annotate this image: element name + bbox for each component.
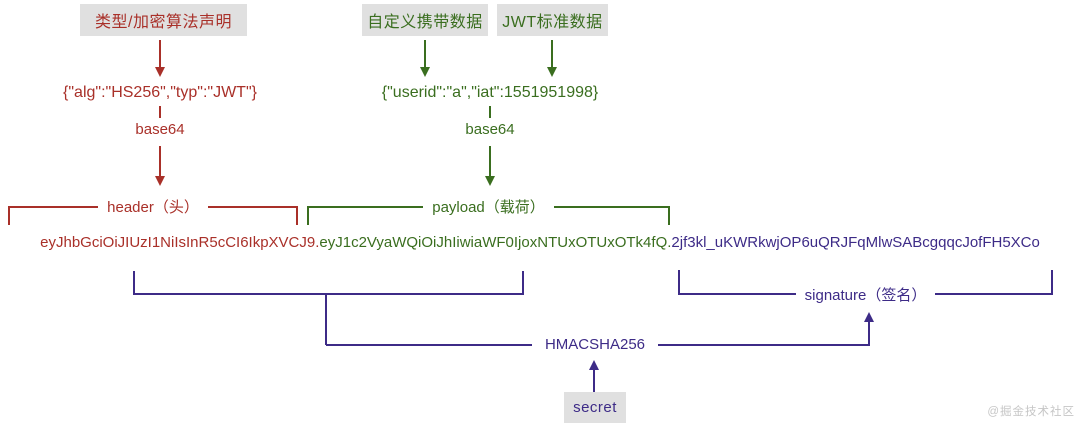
up-arrow-icon — [589, 360, 599, 370]
token-dot: . — [315, 234, 320, 251]
down-arrow-line — [159, 146, 161, 176]
header-bracket-label: header（头） — [107, 199, 199, 216]
bracket-line — [680, 293, 796, 295]
hmac-connector-drop — [325, 293, 327, 345]
up-arrow-icon — [864, 312, 874, 322]
token-header-segment: eyJhbGciOiJIUzI1NiIsInR5cCI6IkpXVCJ9 — [40, 234, 316, 251]
secret-box: secret — [564, 392, 626, 423]
secret-arrow-line — [593, 369, 595, 392]
base64-label-payload: base64 — [465, 121, 515, 138]
bracket-line — [207, 206, 298, 225]
down-arrow-icon — [547, 67, 557, 77]
down-arrow-line — [551, 40, 553, 68]
payload-json-text: {"userid":"a","iat":1551951998} — [381, 84, 599, 101]
header-payload-underbrace — [133, 271, 524, 295]
down-arrow-icon — [485, 176, 495, 186]
payload-bracket-label: payload（载荷） — [432, 199, 545, 216]
bracket-line — [8, 206, 99, 225]
bracket-line — [553, 206, 671, 225]
connector-tick — [489, 106, 491, 118]
signature-underbrace: signature（签名） — [678, 270, 1053, 304]
hmac-connector-right — [658, 344, 870, 346]
jwt-standard-label: JWT标准数据 — [497, 4, 608, 36]
signature-label: signature（签名） — [804, 287, 927, 304]
down-arrow-icon — [155, 176, 165, 186]
watermark: @掘金技术社区 — [987, 406, 1075, 418]
header-bracket: header（头） — [8, 199, 298, 225]
base64-label-header: base64 — [135, 121, 185, 138]
down-arrow-icon — [420, 67, 430, 77]
hmac-connector-left — [326, 344, 532, 346]
hmacsha256-label: HMACSHA256 — [544, 336, 646, 353]
jwt-token: eyJhbGciOiJIUzI1NiIsInR5cCI6IkpXVCJ9.eyJ… — [0, 234, 1080, 251]
bracket-line — [935, 293, 1051, 295]
hmac-to-signature-line — [868, 321, 870, 346]
token-signature-segment: 2jf3kl_uKWRkwjOP6uQRJFqMlwSABcgqqcJofFH5… — [671, 234, 1040, 251]
down-arrow-line — [489, 146, 491, 176]
token-payload-segment: eyJ1c2VyaWQiOiJhIiwiaWF0IjoxNTUxOTUxOTk4… — [319, 234, 668, 251]
header-json-text: {"alg":"HS256","typ":"JWT"} — [63, 84, 257, 101]
down-arrow-line — [424, 40, 426, 68]
bracket-line — [307, 206, 424, 225]
payload-bracket: payload（载荷） — [307, 199, 671, 225]
custom-data-label: 自定义携带数据 — [362, 4, 488, 36]
down-arrow-line — [159, 40, 161, 68]
token-dot: . — [667, 234, 672, 251]
connector-tick — [159, 106, 161, 118]
down-arrow-icon — [155, 67, 165, 77]
type-algorithm-label: 类型/加密算法声明 — [80, 4, 247, 36]
